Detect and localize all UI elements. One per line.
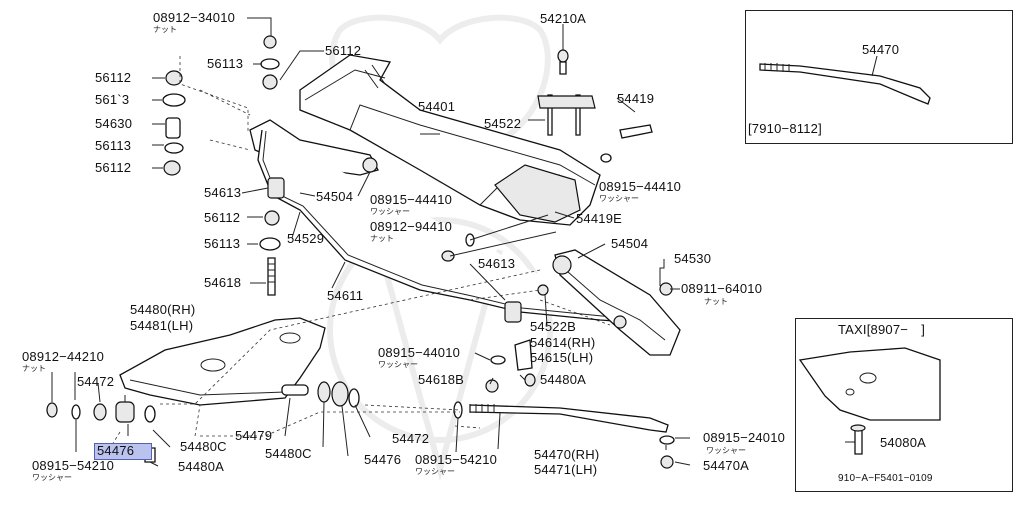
label-54613-a: 54613	[204, 185, 242, 200]
label-54630: 54630	[95, 116, 133, 131]
label-54470-inset: 54470	[862, 42, 900, 57]
label-54470a: 54470A	[703, 458, 750, 473]
label-54479: 54479	[235, 428, 273, 443]
label-54504-b: 54504	[611, 236, 649, 251]
label-54480a-b: 54480A	[540, 372, 587, 387]
label-54614-rh: 54614(RH)	[530, 335, 596, 350]
lower-arm-54504-right	[552, 249, 681, 356]
label-54613-b: 54613	[478, 256, 516, 271]
sub-washer-3: ワッシャー	[599, 194, 639, 203]
label-08911-64010: 08911−64010	[681, 281, 763, 296]
label-08912-44210: 08912−44210	[22, 349, 105, 364]
label-figure-code: 910−A−F5401−0109	[838, 473, 933, 484]
sub-washer-4: ワッシャー	[370, 207, 410, 216]
label-54472-b: 54472	[392, 431, 430, 446]
inset-box-7910-8112	[745, 10, 1013, 144]
label-54611: 54611	[327, 288, 364, 303]
right-small-parts	[441, 49, 675, 469]
leader-lines	[51, 17, 858, 467]
label-54618: 54618	[204, 275, 242, 290]
label-54419e: 54419E	[576, 211, 623, 226]
dashed-lines	[109, 56, 611, 449]
label-54618b: 54618B	[418, 372, 465, 387]
label-54522: 54522	[484, 116, 522, 131]
label-08915-54210-b: 08915−54210	[415, 452, 498, 467]
label-54522b: 54522B	[530, 319, 577, 334]
label-54504-a: 54504	[316, 189, 354, 204]
crossmember-54401-drawing	[299, 54, 601, 226]
label-08915-44010: 08915−44010	[378, 345, 461, 360]
label-54480-rh: 54480(RH)	[130, 302, 196, 317]
label-56113-c: 56113	[95, 138, 132, 153]
left-stack-parts	[162, 35, 281, 296]
sub-washer-6: ワッシャー	[706, 446, 746, 455]
inset1-rod-drawing	[759, 55, 931, 105]
label-inset1-range: [7910−8112]	[748, 121, 822, 136]
label-54476-highlighted[interactable]: 54476	[94, 443, 152, 460]
label-08915-24010: 08915−24010	[703, 430, 786, 445]
label-54530: 54530	[674, 251, 712, 266]
sub-nut-1: ナット	[153, 25, 177, 34]
inset-box-taxi	[795, 318, 1013, 492]
label-54615-lh: 54615(LH)	[530, 350, 594, 365]
bushing-row	[281, 381, 463, 419]
label-54480c-a: 54480C	[180, 439, 227, 454]
label-54471-lh: 54471(LH)	[534, 462, 598, 477]
label-54480c-b: 54480C	[265, 446, 312, 461]
stabilizer-bar-54611-drawing	[257, 129, 631, 323]
sub-nut-2: ナット	[22, 364, 46, 373]
label-08912-34010: 08912−34010	[153, 10, 236, 25]
sub-washer-5: ワッシャー	[378, 360, 418, 369]
label-54472-a: 54472	[77, 374, 115, 389]
label-54470-rh: 54470(RH)	[534, 447, 600, 462]
label-08915-44410-a: 08915−44410	[599, 179, 682, 194]
label-inset2-title: TAXI[8907− ]	[838, 322, 926, 337]
label-54481-lh: 54481(LH)	[130, 318, 194, 333]
label-54480a-a: 54480A	[178, 459, 225, 474]
label-56112-d: 56112	[204, 210, 241, 225]
label-56112-b: 56112	[95, 70, 132, 85]
label-08912-94410: 08912−94410	[370, 219, 453, 234]
label-54529: 54529	[287, 231, 325, 246]
label-08915-54210-a: 08915−54210	[32, 458, 115, 473]
label-54401: 54401	[418, 99, 456, 114]
label-56112-a: 56112	[325, 43, 362, 58]
strut-rod-54470-drawing	[469, 404, 669, 433]
label-56113-d: 56113	[204, 236, 241, 251]
label-08915-44410-b: 08915−44410	[370, 192, 453, 207]
inset2-plate-drawing	[798, 347, 941, 455]
label-56113-a: 56113	[207, 56, 244, 71]
sub-washer-2: ワッシャー	[415, 467, 455, 476]
label-54476-b: 54476	[364, 452, 402, 467]
sub-nut-4: ナット	[704, 297, 728, 306]
label-56113-b: 561`3	[95, 92, 130, 107]
plate-54480-drawing	[119, 317, 326, 406]
label-54080a: 54080A	[880, 435, 927, 450]
label-56112-c: 56112	[95, 160, 132, 175]
label-54419: 54419	[617, 91, 655, 106]
label-54210a: 54210A	[540, 11, 587, 26]
sub-nut-3: ナット	[370, 234, 394, 243]
sub-washer-1: ワッシャー	[32, 473, 72, 482]
